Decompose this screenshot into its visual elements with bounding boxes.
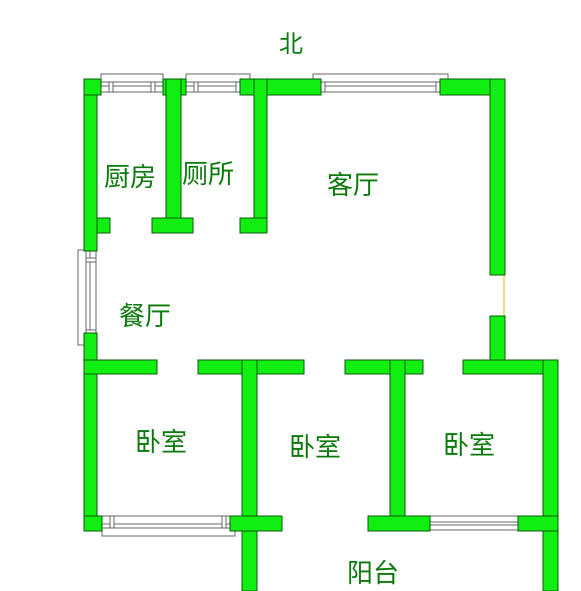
wall-bottom-seg2 xyxy=(367,515,431,532)
wall-kitchen-door-right xyxy=(151,217,194,234)
wall-mid-seg3 xyxy=(344,359,424,375)
wall-top-corner-left xyxy=(83,78,102,96)
north-indicator: 北 xyxy=(279,30,303,58)
wall-bottom-seg1 xyxy=(229,515,283,532)
wall-right-lower xyxy=(542,359,559,591)
wall-bottom-seg3 xyxy=(517,515,559,532)
wall-kitchen-toilet xyxy=(165,78,182,234)
window-kitchen-top xyxy=(100,73,164,93)
wall-left-upper xyxy=(83,78,98,252)
wall-top-seg2 xyxy=(239,78,322,96)
window-bedroom-right-bottom xyxy=(429,515,521,531)
wall-bedroom-mid-right xyxy=(389,359,406,531)
room-label-bedroom-right: 卧室 xyxy=(443,431,496,461)
wall-bottom-corner-left xyxy=(83,515,103,532)
room-label-bedroom-left: 卧室 xyxy=(135,428,188,458)
window-dining-left xyxy=(77,249,97,346)
wall-toilet-door-right xyxy=(239,217,268,234)
wall-bedroom-left-mid xyxy=(241,359,258,591)
room-label-kitchen: 厨房 xyxy=(104,163,157,193)
wall-right-upper xyxy=(489,78,506,276)
room-label-toilet: 厕所 xyxy=(182,160,235,190)
wall-toilet-living xyxy=(253,78,268,234)
room-label-balcony: 阳台 xyxy=(347,559,400,589)
wall-kitchen-door-left xyxy=(96,217,111,234)
room-label-dining: 餐厅 xyxy=(119,302,172,332)
window-living-top xyxy=(312,73,449,93)
walls xyxy=(83,78,559,591)
wall-mid-seg1 xyxy=(83,359,158,375)
room-label-bedroom-mid: 卧室 xyxy=(289,433,342,463)
room-label-living: 客厅 xyxy=(327,171,380,201)
window-bedroom-left-bottom xyxy=(101,515,236,537)
